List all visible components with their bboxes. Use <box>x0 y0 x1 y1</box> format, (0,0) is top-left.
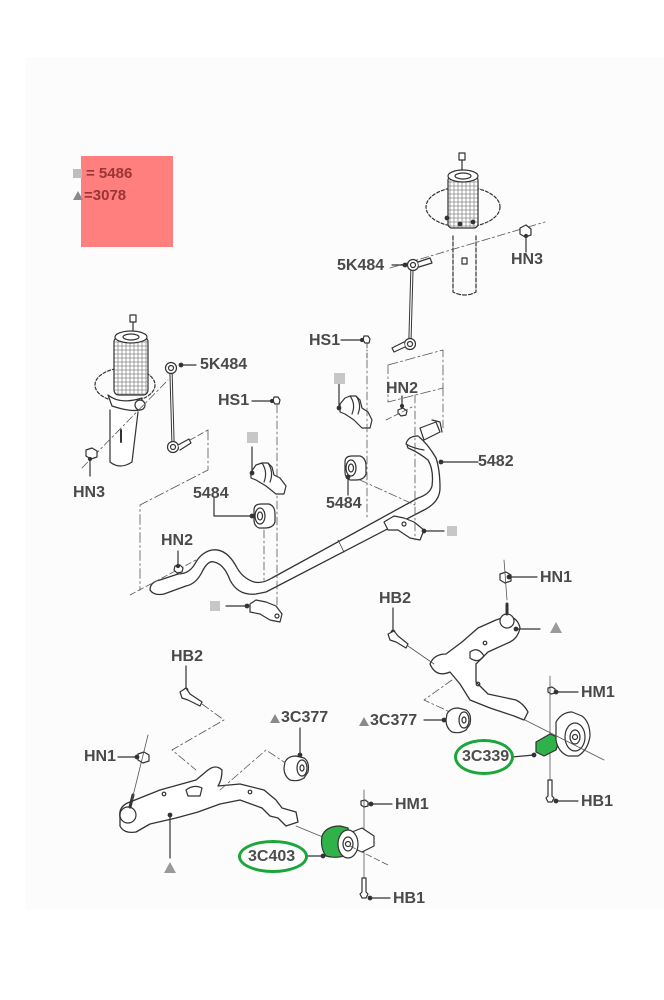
square-marker-clamp-upper-left <box>247 432 258 443</box>
bushing-3c377-right <box>441 707 472 734</box>
triangle-marker-arm-left <box>164 862 176 873</box>
clamp-lower-left <box>244 599 283 623</box>
clamp-upper-right <box>336 379 373 429</box>
nut-hn3-left <box>85 447 98 477</box>
bushing-5484-left <box>249 503 276 529</box>
stabilizer-link-left <box>164 361 192 454</box>
triangle-marker-icon <box>73 191 83 200</box>
bolt-hb1-right <box>545 779 559 804</box>
strut-right-top-mount <box>447 169 479 183</box>
callout-hs1-left[interactable]: HS1 <box>218 392 250 409</box>
callout-3c377-left[interactable]: 3C377 <box>270 710 328 726</box>
nut-hn1-left <box>131 734 150 801</box>
nut-hn3-right <box>519 224 532 253</box>
stabilizer-link-right <box>391 257 433 353</box>
callout-hn1-right[interactable]: HN1 <box>540 569 573 586</box>
strut-left-coil <box>113 336 149 396</box>
axis-line <box>171 703 225 771</box>
bolt-hb1-left <box>359 877 373 901</box>
callout-3c403[interactable]: 3C403 <box>248 848 296 865</box>
callout-hn2-upper[interactable]: HN2 <box>386 380 419 397</box>
bushing-3c339 <box>524 711 605 761</box>
highlight-ring-3c403 <box>238 840 308 873</box>
callout-3c377-right-label: 3C377 <box>370 712 418 729</box>
callout-hn3-right[interactable]: HN3 <box>511 251 544 268</box>
strut-assembly-left <box>94 314 156 467</box>
clamp-upper-left <box>249 446 287 495</box>
callout-hs1-right[interactable]: HS1 <box>309 332 341 349</box>
assembly-box-left <box>139 429 209 591</box>
bolt-hb2-left <box>179 665 203 707</box>
callout-hn3-left[interactable]: HN3 <box>73 484 106 501</box>
legend-triangle-value: =3078 <box>84 187 127 204</box>
callout-hn2-lower[interactable]: HN2 <box>161 532 194 549</box>
callout-hb1-right[interactable]: HB1 <box>581 793 614 810</box>
legend-box: = 5486 =3078 <box>73 156 173 247</box>
triangle-marker-icon <box>270 713 280 723</box>
triangle-marker-icon <box>359 716 369 726</box>
strut-left-top-mount <box>114 330 148 344</box>
callout-hb2-right[interactable]: HB2 <box>379 590 412 607</box>
clamp-lower-right <box>383 515 445 541</box>
highlight-ring-3c339 <box>454 739 514 775</box>
strut-right-body <box>452 235 477 296</box>
square-marker-icon <box>73 169 82 178</box>
square-marker-clamp-lower-right <box>447 526 457 536</box>
leader-3c339 <box>511 754 535 758</box>
callout-5k484-right[interactable]: 5K484 <box>337 257 385 274</box>
axis-line <box>423 679 453 713</box>
bushing-3c403 <box>295 825 391 867</box>
legend-square-value: = 5486 <box>86 165 133 182</box>
bushing-5484-right <box>344 455 367 496</box>
nut-hn2-lower <box>173 550 184 574</box>
strut-left-body <box>109 409 139 467</box>
square-marker-clamp-lower-left <box>210 601 220 611</box>
strut-right-bracket <box>461 257 468 265</box>
stabilizer-bar <box>149 419 444 596</box>
callout-5k484-left[interactable]: 5K484 <box>200 356 248 373</box>
strut-assembly-right <box>425 152 501 296</box>
strut-right-rod-tip <box>458 152 466 161</box>
callout-5484-left[interactable]: 5484 <box>193 485 229 502</box>
callout-hb1-left[interactable]: HB1 <box>393 890 426 907</box>
nut-hn1-right <box>499 559 512 601</box>
screw-hs1-right <box>359 335 371 361</box>
nut-hn2-upper <box>385 395 413 421</box>
callout-hm1-left[interactable]: HM1 <box>395 796 429 813</box>
control-arm-right <box>429 602 541 721</box>
callout-hm1-right[interactable]: HM1 <box>581 684 615 701</box>
callout-3c377-right[interactable]: 3C377 <box>359 713 417 729</box>
callout-hn1-left[interactable]: HN1 <box>84 748 117 765</box>
bushing-3c377-left <box>283 727 310 782</box>
bolt-hb2-right <box>387 607 435 665</box>
callout-3c339[interactable]: 3C339 <box>462 748 510 765</box>
control-arm-left <box>119 766 299 859</box>
callout-5482[interactable]: 5482 <box>478 453 514 470</box>
leader-5484-left <box>213 497 253 517</box>
callout-3c377-left-label: 3C377 <box>281 709 329 726</box>
axis-line <box>359 479 416 506</box>
triangle-marker-arm-right <box>550 622 562 633</box>
legend-row-square: = 5486 <box>73 165 132 182</box>
square-marker-clamp-upper <box>334 373 345 384</box>
legend-row-triangle: =3078 <box>73 187 126 204</box>
callout-5484-right[interactable]: 5484 <box>326 495 362 512</box>
callout-hb2-left[interactable]: HB2 <box>171 648 204 665</box>
